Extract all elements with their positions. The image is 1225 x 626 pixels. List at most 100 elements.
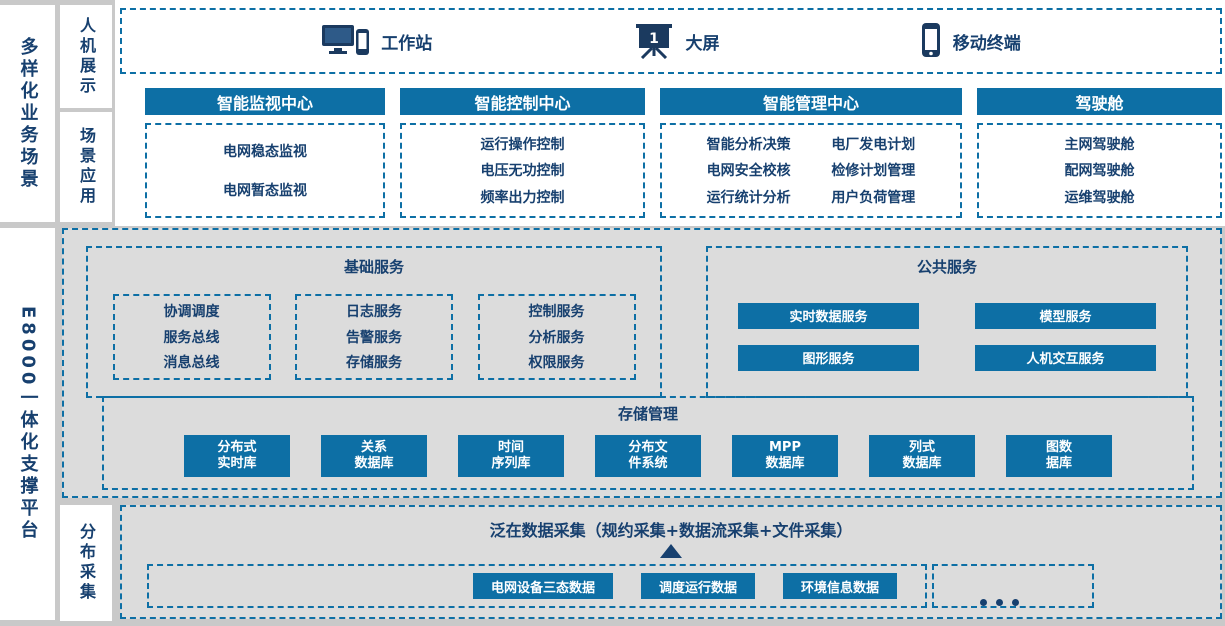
public-service-button: 实时数据服务 [738, 302, 919, 329]
storage-button: 分布文 件系统 [595, 435, 701, 477]
service-item: 日志服务 [346, 304, 402, 320]
storage-button: 关系 数据库 [321, 435, 427, 477]
collection-source-button: 调度运行数据 [640, 573, 755, 599]
basic-services-title: 基础服务 [343, 258, 404, 276]
rail-scenario-application: 场景应用 [60, 112, 112, 222]
storage-button-line: 件系统 [628, 456, 668, 471]
management-center-header: 智能管理中心 [660, 88, 962, 115]
storage-button-line: 图数 [1045, 439, 1072, 455]
mobile-label: 移动终端 [952, 33, 1021, 54]
basic-services-box: 基础服务 协调调度 服务总线 消息总线 日志服务 告警服务 存储服务 控制服务 … [86, 246, 662, 398]
storage-button: 图数 据库 [1006, 435, 1112, 477]
basic-group-control: 控制服务 分析服务 权限服务 [477, 293, 636, 380]
scenario-item: 电厂发电计划 [831, 137, 916, 154]
data-collection-title: 泛在数据采集（规约采集+数据流采集+文件采集） [489, 521, 853, 540]
scenario-item: 用户负荷管理 [831, 189, 916, 206]
management-center-box: 智能分析决策 电网安全校核 运行统计分析 电厂发电计划 检修计划管理 用户负荷管… [660, 123, 962, 218]
service-item: 权限服务 [528, 355, 585, 371]
management-center-column: 智能管理中心 智能分析决策 电网安全校核 运行统计分析 电厂发电计划 检修计划管… [660, 88, 962, 218]
storage-button-line: 列式 [908, 439, 935, 455]
cockpit-header: 驾驶舱 [977, 88, 1222, 115]
rail-e8000-platform: E8000一体化支撑平台 [0, 228, 55, 620]
public-services-title: 公共服务 [916, 258, 977, 276]
scenario-item: 智能分析决策 [706, 137, 791, 154]
monitoring-center-box: 电网稳态监视 电网暂态监视 [145, 123, 385, 218]
service-item: 告警服务 [346, 329, 402, 346]
rail-hmi-display: 人机展示 [60, 5, 112, 108]
monitoring-center-header: 智能监视中心 [145, 88, 385, 115]
big-screen-number: 1 [649, 31, 659, 47]
mobile-icon [921, 23, 940, 57]
collection-source-button: 电网设备三态数据 [472, 573, 613, 599]
storage-button-line: MPP [769, 439, 801, 455]
service-item: 控制服务 [528, 304, 585, 320]
scenario-item: 运行统计分析 [706, 189, 791, 206]
basic-services-groups: 协调调度 服务总线 消息总线 日志服务 告警服务 存储服务 控制服务 分析服务 … [88, 277, 660, 396]
service-item: 协调调度 [163, 304, 220, 320]
service-item: 存储服务 [346, 355, 402, 371]
public-service-button: 图形服务 [738, 344, 919, 371]
storage-button: MPP 数据库 [732, 435, 838, 477]
storage-management-title: 存储管理 [617, 405, 678, 423]
scenario-item: 运维驾驶舱 [1064, 189, 1135, 206]
public-service-button: 模型服务 [975, 302, 1156, 329]
storage-buttons-row: 分布式 实时库 关系 数据库 时间 序列库 分布文 件系统 MPP 数据库 [104, 424, 1192, 488]
storage-button-line: 据库 [1045, 456, 1072, 471]
public-services-grid: 实时数据服务 模型服务 图形服务 人机交互服务 [708, 277, 1186, 396]
big-screen-item: 1 大屏 [632, 23, 720, 59]
storage-button-line: 分布式 [217, 439, 257, 455]
scenario-item: 电网安全校核 [706, 163, 791, 180]
ellipsis-dots-icon [980, 599, 1019, 606]
scenario-item: 主网驾驶舱 [1064, 137, 1135, 154]
workstation-item: 工作站 [321, 23, 432, 59]
storage-button: 列式 数据库 [869, 435, 975, 477]
scenario-item: 电压无功控制 [480, 163, 565, 180]
basic-group-log: 日志服务 告警服务 存储服务 [295, 293, 453, 380]
storage-button-line: 数据库 [765, 456, 805, 471]
workstation-icon [322, 25, 370, 55]
up-arrow-icon [660, 544, 682, 558]
storage-button-line: 序列库 [491, 456, 531, 471]
storage-button-line: 实时库 [217, 456, 257, 471]
storage-button-line: 关系 [360, 439, 387, 455]
workstation-label: 工作站 [381, 33, 433, 54]
collection-source-button: 环境信息数据 [782, 573, 897, 599]
management-right-column: 电厂发电计划 检修计划管理 用户负荷管理 [831, 131, 915, 210]
collection-more-box [932, 564, 1094, 608]
collection-sources-box: 电网设备三态数据 调度运行数据 环境信息数据 [147, 564, 927, 608]
service-item: 消息总线 [163, 355, 220, 371]
storage-button-line: 分布文 [628, 439, 668, 455]
scenario-item: 配网驾驶舱 [1064, 163, 1135, 180]
rail-business-scenarios: 多样化业务场景 [0, 5, 55, 222]
management-left-column: 智能分析决策 电网安全校核 运行统计分析 [707, 131, 791, 210]
data-collection-box: 泛在数据采集（规约采集+数据流采集+文件采集） 电网设备三态数据 调度运行数据 … [120, 505, 1222, 619]
storage-button: 时间 序列库 [458, 435, 564, 477]
scenario-item: 电网暂态监视 [223, 183, 307, 200]
service-item: 服务总线 [163, 329, 220, 346]
cockpit-column: 驾驶舱 主网驾驶舱 配网驾驶舱 运维驾驶舱 [977, 88, 1222, 218]
monitoring-center-column: 智能监视中心 电网稳态监视 电网暂态监视 [145, 88, 385, 218]
storage-management-box: 存储管理 分布式 实时库 关系 数据库 时间 序列库 分布文 件系统 [102, 396, 1194, 490]
e8000-platform-box: 基础服务 协调调度 服务总线 消息总线 日志服务 告警服务 存储服务 控制服务 … [62, 228, 1222, 498]
control-center-header: 智能控制中心 [400, 88, 645, 115]
storage-button: 分布式 实时库 [184, 435, 290, 477]
control-center-box: 运行操作控制 电压无功控制 频率出力控制 [400, 123, 645, 218]
mobile-item: 移动终端 [919, 22, 1021, 60]
rail-distributed-collection: 分布采集 [60, 505, 112, 621]
scenario-item: 检修计划管理 [831, 163, 916, 180]
storage-button-line: 数据库 [902, 456, 942, 471]
public-services-box: 公共服务 实时数据服务 模型服务 图形服务 人机交互服务 [706, 246, 1188, 398]
service-item: 分析服务 [528, 329, 585, 346]
storage-button-line: 数据库 [354, 456, 394, 471]
basic-group-bus: 协调调度 服务总线 消息总线 [112, 293, 271, 380]
big-screen-icon: 1 [635, 24, 672, 59]
control-center-column: 智能控制中心 运行操作控制 电压无功控制 频率出力控制 [400, 88, 645, 218]
cockpit-box: 主网驾驶舱 配网驾驶舱 运维驾驶舱 [977, 123, 1222, 218]
scenario-item: 运行操作控制 [480, 137, 565, 154]
display-row: 工作站 1 大屏 移动终端 [120, 8, 1222, 74]
public-service-button: 人机交互服务 [975, 344, 1156, 371]
scenario-item: 频率出力控制 [480, 189, 565, 206]
storage-button-line: 时间 [497, 439, 524, 455]
scenario-item: 电网稳态监视 [223, 143, 307, 160]
